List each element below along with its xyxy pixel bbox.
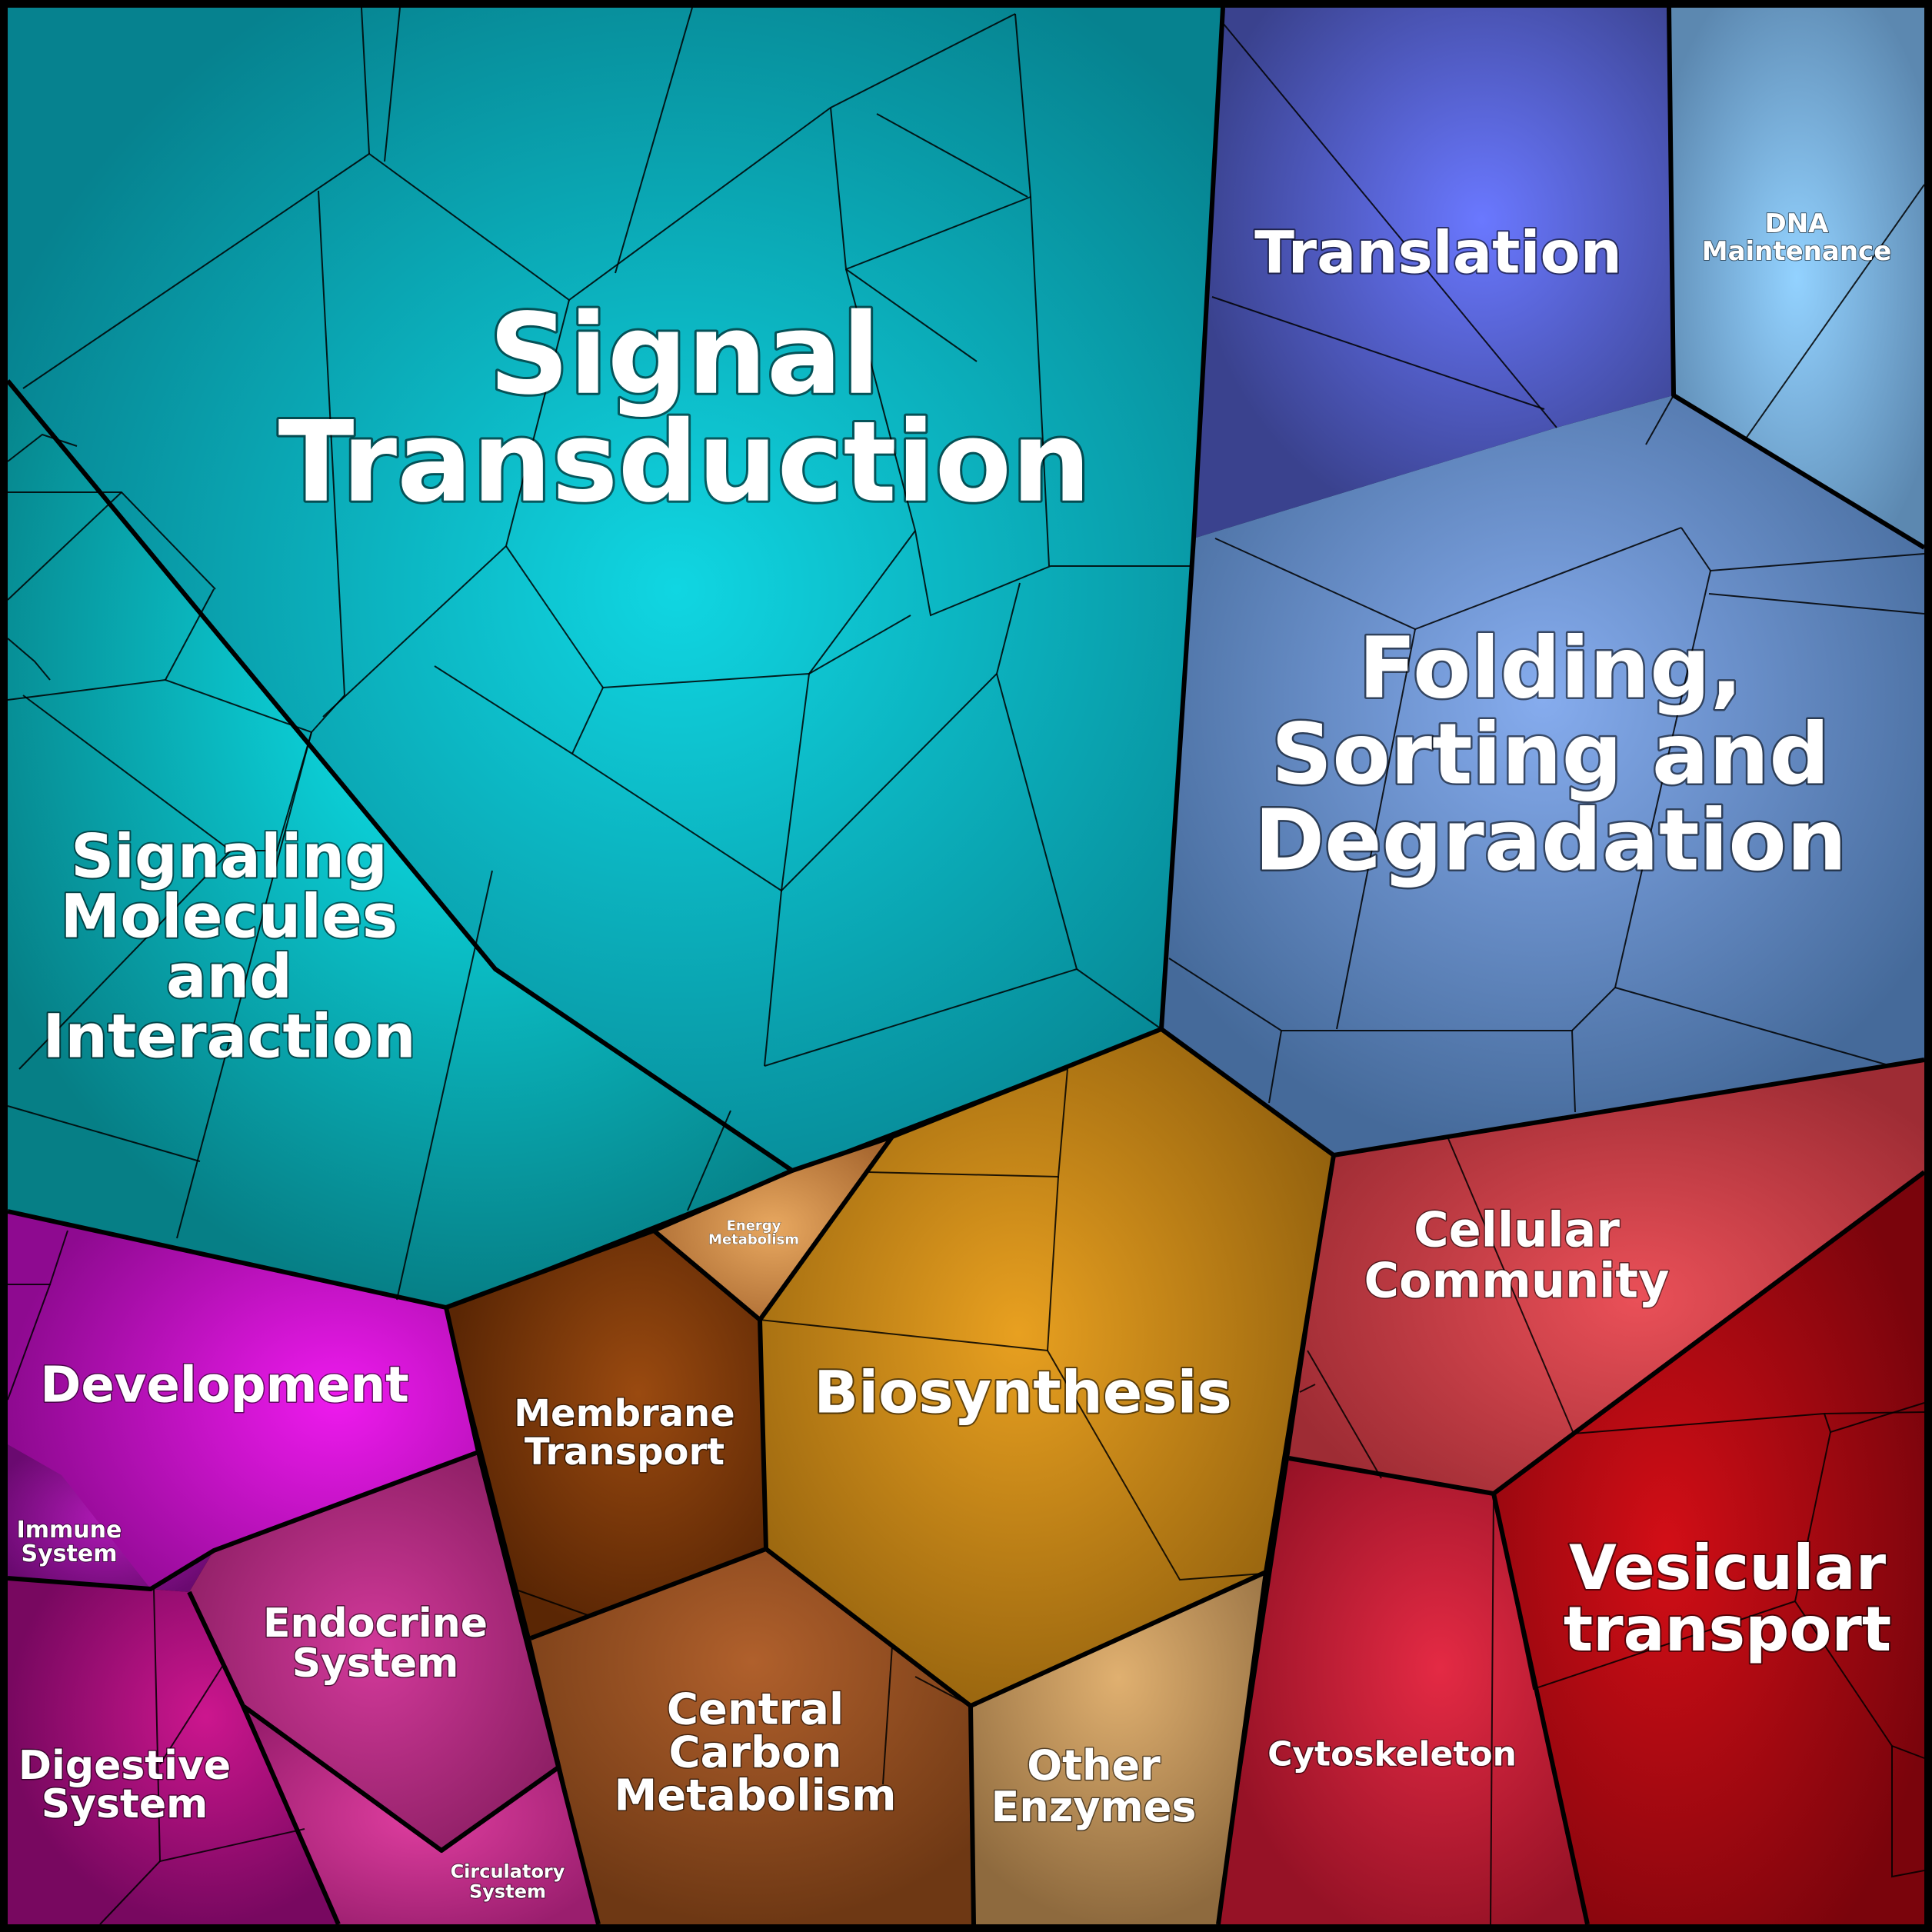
- label-line: System: [22, 1541, 118, 1567]
- label-line: Biosynthesis: [814, 1358, 1232, 1427]
- label-line: Interaction: [42, 1002, 415, 1071]
- label-line: Energy: [727, 1217, 781, 1234]
- label-line: and: [166, 942, 292, 1011]
- region-immune-system[interactable]: [8, 1444, 214, 1592]
- region-folding[interactable]: [1161, 395, 1924, 1155]
- label-line: Community: [1364, 1253, 1670, 1309]
- region-dna-maintenance[interactable]: [1669, 8, 1924, 548]
- region-digestive-system[interactable]: [8, 1578, 338, 1924]
- label-line: Central: [667, 1685, 844, 1735]
- label-translation: Translation: [1254, 218, 1622, 287]
- label-line: Digestive: [18, 1743, 231, 1789]
- label-line: Immune: [17, 1517, 122, 1544]
- label-development: Development: [40, 1357, 409, 1414]
- label-line: Signaling: [71, 822, 388, 891]
- region-central-carbon[interactable]: [531, 1549, 974, 1924]
- label-line: Molecules: [61, 882, 398, 951]
- region-energy-metabolism[interactable]: [654, 1137, 892, 1320]
- label-line: Cellular: [1414, 1202, 1620, 1258]
- region-cytoskeleton[interactable]: [1218, 1458, 1587, 1924]
- region-signal-transduction[interactable]: [8, 8, 1223, 1171]
- label-line: Metabolism: [615, 1771, 897, 1821]
- region-signaling-molecules[interactable]: [8, 381, 792, 1307]
- label-line: Folding,: [1358, 619, 1742, 718]
- region-vesicular-transport[interactable]: [1494, 1172, 1924, 1924]
- region-biosynthesis[interactable]: [760, 1029, 1334, 1706]
- label-biosynthesis: Biosynthesis: [814, 1358, 1232, 1427]
- label-line: Cytoskeleton: [1267, 1734, 1517, 1774]
- label-line: Membrane: [514, 1392, 734, 1435]
- label-line: Degradation: [1254, 791, 1847, 890]
- label-line: transport: [1564, 1594, 1891, 1665]
- label-line: Endocrine: [263, 1601, 488, 1647]
- label-line: System: [469, 1880, 546, 1902]
- label-line: DNA: [1765, 208, 1830, 239]
- region-membrane-transport[interactable]: [446, 1231, 766, 1638]
- region-circulatory-system[interactable]: [243, 1706, 598, 1924]
- category-boundaries: [5, 7, 1926, 1926]
- label-line: System: [292, 1641, 459, 1687]
- region-translation[interactable]: [1194, 8, 1674, 538]
- label-line: Transduction: [278, 398, 1091, 528]
- label-line: Transport: [525, 1431, 724, 1474]
- label-line: Sorting and: [1271, 705, 1830, 804]
- region-endocrine-system[interactable]: [189, 1452, 558, 1850]
- label-line: Translation: [1254, 218, 1622, 287]
- region-other-enzymes[interactable]: [971, 1572, 1266, 1924]
- label-line: Carbon: [669, 1728, 842, 1778]
- label-cytoskeleton: Cytoskeleton: [1267, 1734, 1517, 1774]
- label-line: Metabolism: [708, 1231, 799, 1247]
- region-cellular-community[interactable]: [1289, 1060, 1924, 1494]
- label-line: Enzymes: [991, 1783, 1197, 1831]
- label-line: Signal: [489, 290, 881, 420]
- label-line: Maintenance: [1702, 236, 1892, 267]
- label-line: System: [42, 1781, 208, 1827]
- label-line: Vesicular: [1569, 1532, 1887, 1604]
- label-line: Circulatory: [451, 1860, 565, 1882]
- label-line: Development: [40, 1357, 409, 1414]
- label-line: Other: [1027, 1741, 1161, 1790]
